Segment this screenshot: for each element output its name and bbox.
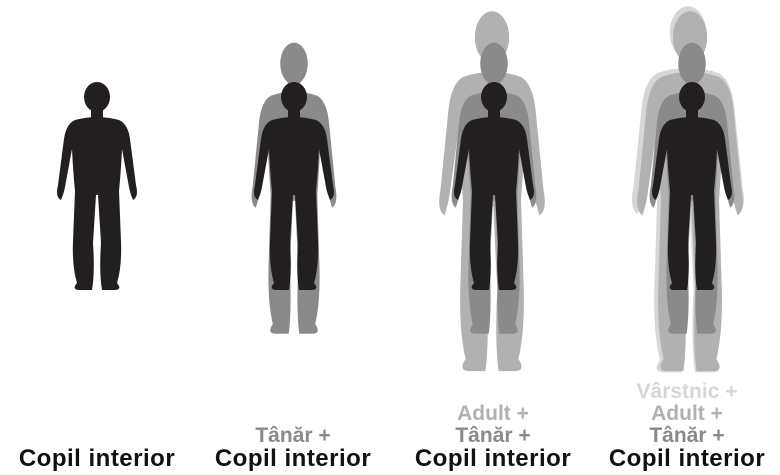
- panel-4-label-elder: Vârstnic +: [592, 381, 780, 403]
- panel-2-label-inner-child: Copil interior: [198, 446, 388, 472]
- child-silhouette: [57, 82, 137, 290]
- panel-4-label-young: Tânăr +: [592, 425, 780, 447]
- panel-2-label-young: Tânăr +: [198, 425, 388, 447]
- panel-3-label-inner-child: Copil interior: [398, 446, 588, 472]
- panel-1-label-inner-child: Copil interior: [2, 446, 192, 472]
- panel-4-figures: [632, 6, 744, 372]
- panel-3-label-adult: Adult +: [398, 403, 588, 425]
- panel-1-figures: [57, 82, 137, 290]
- panel-4-label-adult: Adult +: [592, 403, 780, 425]
- panel-3-figures: [439, 11, 545, 371]
- panel-2-figures: [252, 43, 337, 334]
- panel-3-label-young: Tânăr +: [398, 425, 588, 447]
- panel-4-label-inner-child: Copil interior: [592, 446, 780, 472]
